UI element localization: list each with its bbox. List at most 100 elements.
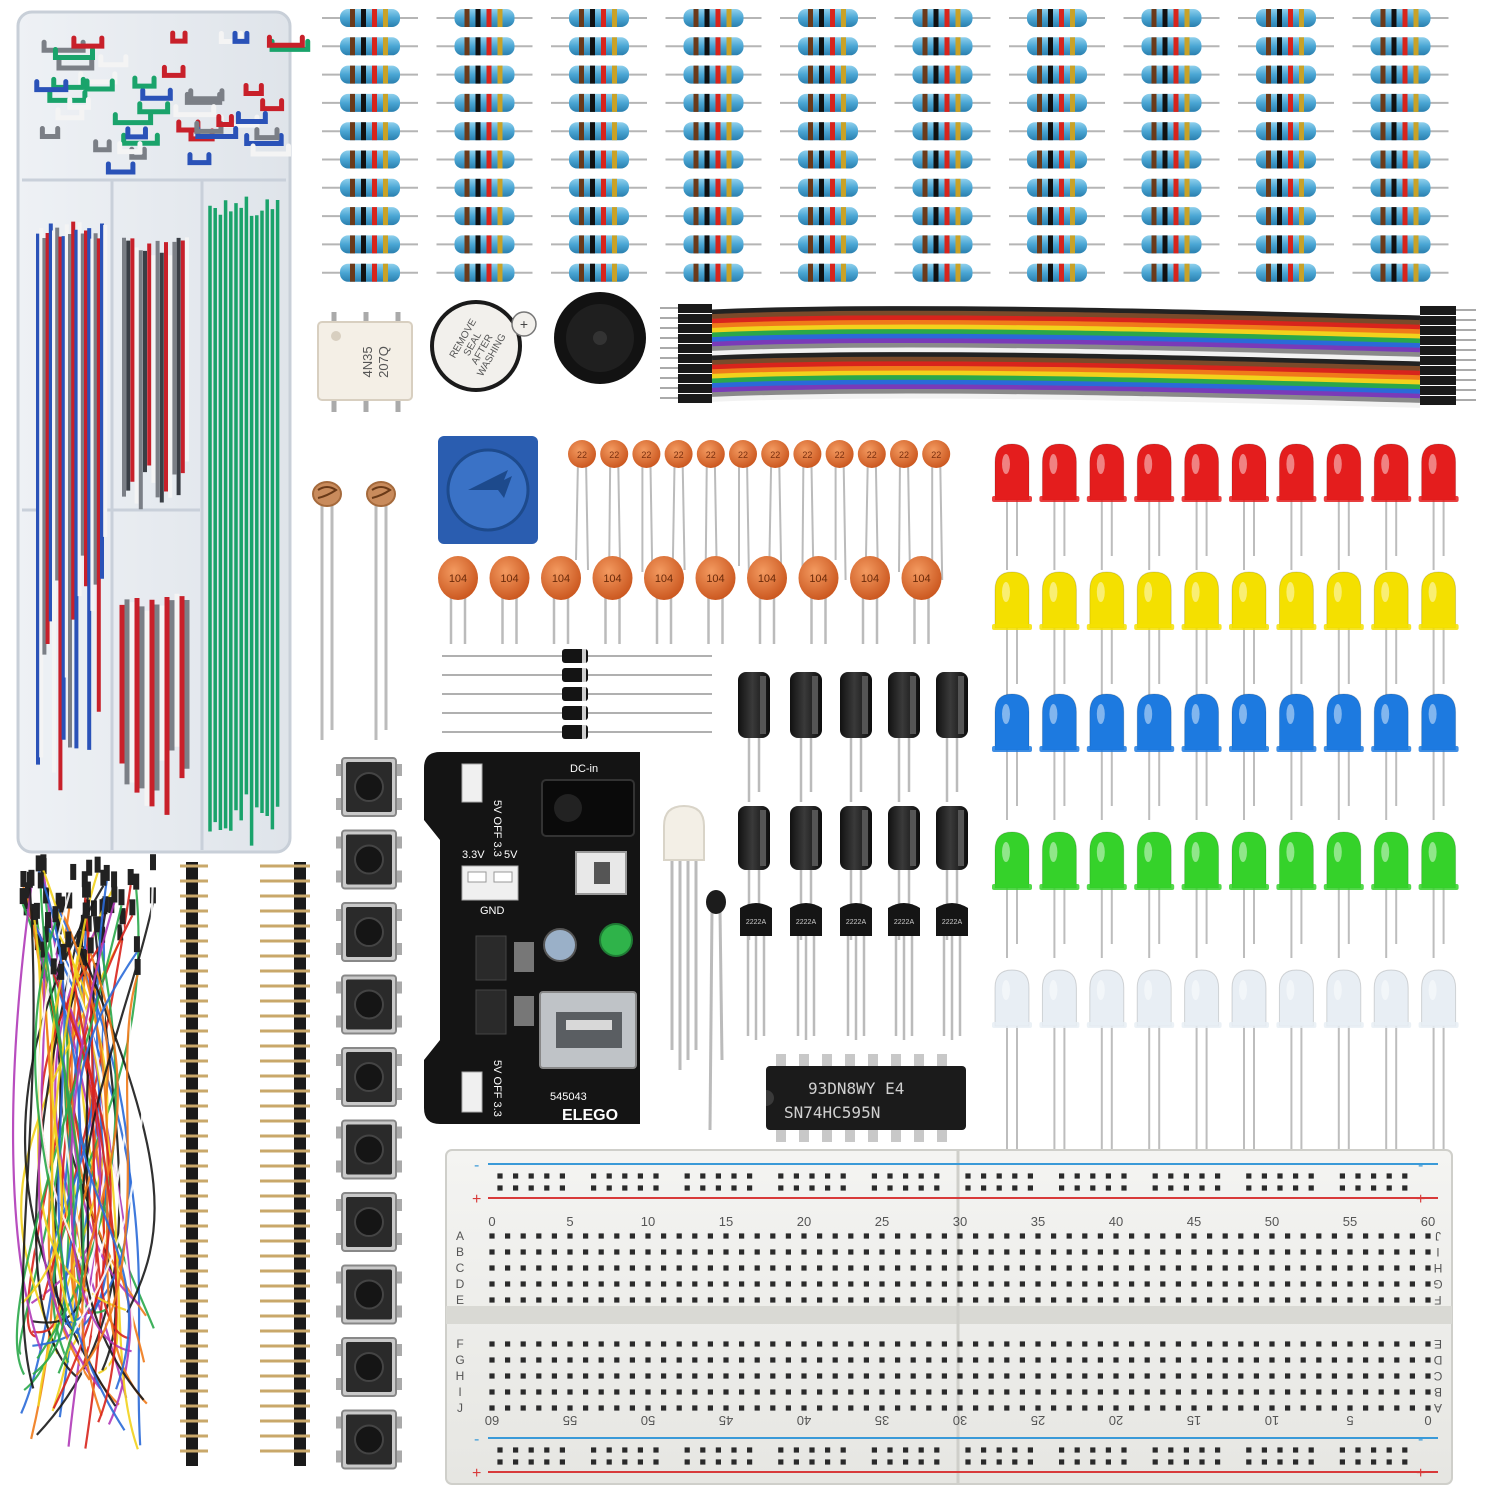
rail-hole [996,1447,1002,1453]
breadboard-hole [1316,1357,1322,1363]
breadboard-hole [1285,1373,1291,1379]
ceramic-capacitor-104: 104 [592,556,633,644]
rail-hole [1059,1459,1065,1465]
breadboard-hole [707,1341,713,1347]
tactile-button [336,1337,402,1397]
breadboard-hole [1347,1297,1353,1303]
resistor [1238,9,1334,27]
breadboard-hole [910,1297,916,1303]
breadboard-hole [1285,1233,1291,1239]
breadboard-hole [973,1281,979,1287]
column-number: 30 [953,1214,967,1229]
tactile-button [336,1047,402,1107]
breadboard-hole [1300,1373,1306,1379]
ribbon-wire [711,315,1421,330]
breadboard-hole [567,1357,573,1363]
rail-hole [1059,1173,1065,1179]
resistor [436,37,533,56]
breadboard-hole [520,1265,526,1271]
ceramic-capacitor: 22 [793,440,822,579]
breadboard-hole [817,1297,823,1303]
breadboard-hole [879,1405,885,1411]
optocoupler-label-2: 207Q [376,346,391,378]
breadboard-hole [1222,1389,1228,1395]
breadboard-hole [629,1341,635,1347]
rail-hole [700,1173,706,1179]
rail-hole [1371,1185,1377,1191]
rail-hole [622,1173,628,1179]
breadboard-hole [583,1357,589,1363]
led [1134,831,1175,958]
led-grid [992,443,1459,1176]
rail-hole [747,1185,753,1191]
ceramic-capacitor: 22 [632,440,661,581]
breadboard-hole [1066,1297,1072,1303]
ic-pin [891,1128,901,1142]
jumper-wire-tip [55,892,62,909]
breadboard-hole [1160,1357,1166,1363]
capacitor-label: 104 [861,573,879,585]
breadboard-hole [1035,1249,1041,1255]
led [1229,571,1269,698]
breadboard-hole [1409,1405,1415,1411]
breadboard-hole [1175,1297,1181,1303]
breadboard-hole [1363,1265,1369,1271]
led [1371,831,1412,958]
breadboard-hole [583,1389,589,1395]
breadboard-hole [1238,1233,1244,1239]
breadboard-hole [614,1389,620,1395]
capacitor-label: 104 [706,573,724,585]
optocoupler-4n35: 4N35 207Q [317,312,413,412]
breadboard-hole [489,1373,495,1379]
breadboard-hole [598,1233,604,1239]
breadboard-hole [1409,1297,1415,1303]
rail-hole [653,1185,659,1191]
breadboard-hole [1082,1281,1088,1287]
breadboard-hole [895,1297,901,1303]
breadboard-hole [614,1233,620,1239]
breadboard-hole [848,1297,854,1303]
breadboard-hole [895,1373,901,1379]
breadboard-hole [1144,1389,1150,1395]
breadboard-hole [895,1233,901,1239]
breadboard-hole [926,1341,932,1347]
rail-hole [497,1185,503,1191]
optocoupler-label-1: 4N35 [360,346,375,377]
led [1229,969,1269,1176]
ic-pin [891,1054,901,1068]
breadboard-hole [676,1373,682,1379]
rail-hole [918,1447,924,1453]
breadboard-hole [707,1373,713,1379]
jumper-wire [75,974,139,1376]
jumper-wire [81,953,119,1417]
breadboard-hole [1347,1341,1353,1347]
breadboard-hole [1253,1341,1259,1347]
rail-hole [1277,1173,1283,1179]
breadboard-hole [1051,1389,1057,1395]
breadboard-hole [1269,1297,1275,1303]
rail-hole [1168,1185,1174,1191]
breadboard-hole [645,1357,651,1363]
breadboard-hole [1331,1233,1337,1239]
rail-hole [653,1447,659,1453]
breadboard-hole [723,1265,729,1271]
breadboard-hole [567,1341,573,1347]
breadboard-hole [723,1357,729,1363]
ceramic-capacitor: 22 [568,440,596,571]
breadboard-hole [879,1341,885,1347]
breadboard-hole [1207,1249,1213,1255]
breadboard-hole [1378,1357,1384,1363]
led [1323,969,1364,1176]
breadboard-hole [1269,1281,1275,1287]
resistor [665,178,762,197]
column-number: 35 [1031,1214,1045,1229]
resistor [436,9,533,27]
breadboard-hole [1160,1233,1166,1239]
jumper-wire-tip [60,943,67,960]
rail-hole [1355,1459,1361,1465]
led [1181,571,1222,698]
breadboard-hole [863,1389,869,1395]
dupont-connector [678,374,712,383]
breadboard-hole [551,1357,557,1363]
breadboard-hole [1238,1281,1244,1287]
